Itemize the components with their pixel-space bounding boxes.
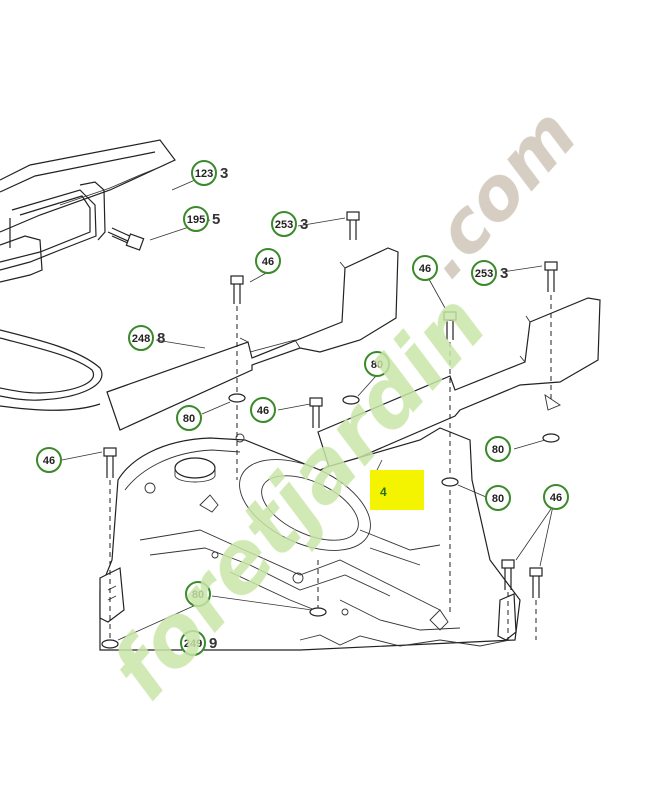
- callout-80-a[interactable]: 80: [176, 405, 202, 431]
- callout-label: 46: [550, 492, 562, 504]
- callout-label: 46: [257, 405, 269, 417]
- callout-suffix: 5: [212, 211, 220, 228]
- callout-label: 46: [262, 256, 274, 268]
- callout-248[interactable]: 248 8: [128, 325, 165, 351]
- callout-46-a[interactable]: 46: [255, 248, 281, 274]
- callout-253-left[interactable]: 253 3: [271, 211, 308, 237]
- washer-80-b: [342, 395, 360, 405]
- callout-123[interactable]: 123 3: [191, 160, 228, 186]
- bolt-46-d: [101, 447, 119, 649]
- bolt-46-e: [501, 559, 543, 640]
- callout-80-d[interactable]: 80: [485, 485, 511, 511]
- callout-195[interactable]: 195 5: [183, 206, 220, 232]
- frame-bracket: [0, 139, 176, 283]
- washer-80-d: [542, 433, 560, 443]
- callout-46-e[interactable]: 46: [543, 484, 569, 510]
- callout-suffix: 8: [157, 330, 165, 347]
- callout-label: 46: [43, 455, 55, 467]
- bolt-46-a: [228, 275, 246, 480]
- bolt-253-right: [544, 261, 558, 400]
- highlight-label: 4: [380, 485, 387, 499]
- callout-label: 253: [475, 268, 493, 280]
- callout-label: 46: [419, 263, 431, 275]
- callout-label: 123: [195, 168, 213, 180]
- drive-belt: [0, 329, 103, 411]
- callout-80-c[interactable]: 80: [485, 436, 511, 462]
- callout-label: 253: [275, 219, 293, 231]
- callout-suffix: 3: [300, 216, 308, 233]
- bolt-46-c: [309, 397, 323, 428]
- belt-guard-right: [317, 297, 601, 471]
- callout-label: 80: [183, 413, 195, 425]
- callout-label: 80: [492, 493, 504, 505]
- callout-80-b[interactable]: 80: [364, 351, 390, 377]
- callout-46-b[interactable]: 46: [412, 255, 438, 281]
- bolt-46-b: [441, 311, 459, 612]
- callout-suffix: 3: [220, 165, 228, 182]
- callout-label: 249: [184, 638, 202, 650]
- callout-label: 195: [187, 214, 205, 226]
- bolt-195: [107, 227, 145, 251]
- callout-label: 80: [192, 589, 204, 601]
- callout-label: 80: [371, 359, 383, 371]
- callout-46-d[interactable]: 46: [36, 447, 62, 473]
- watermark-domain: .com: [400, 93, 593, 294]
- callout-suffix: 3: [500, 265, 508, 282]
- callout-249[interactable]: 249 9: [180, 630, 217, 656]
- callout-label: 248: [132, 333, 150, 345]
- bolt-253-left: [346, 211, 360, 240]
- callout-46-c[interactable]: 46: [250, 397, 276, 423]
- callout-80-e[interactable]: 80: [185, 581, 211, 607]
- callout-253-right[interactable]: 253 3: [471, 260, 508, 286]
- callout-suffix: 9: [209, 635, 217, 652]
- highlight-marker[interactable]: 4: [370, 470, 424, 510]
- belt-guard-left: [106, 247, 399, 431]
- washer-80-e: [309, 607, 327, 617]
- callout-label: 80: [492, 444, 504, 456]
- bolts: [101, 211, 560, 649]
